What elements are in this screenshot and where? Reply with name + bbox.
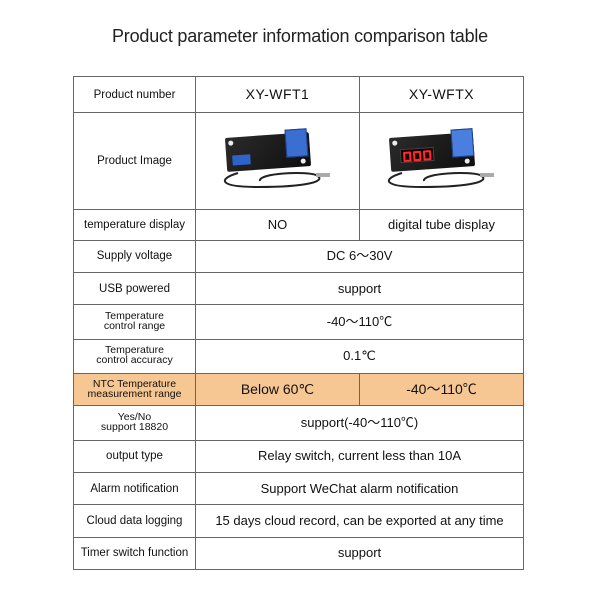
row-label: temperature display xyxy=(73,209,196,241)
row-label-line: NTC Temperature xyxy=(92,377,177,390)
row-label: Alarm notification xyxy=(73,471,196,506)
row-label-line: Temperature xyxy=(105,309,164,322)
row-label: Supply voltage xyxy=(73,239,196,273)
product-image-xy-wft1 xyxy=(195,112,360,211)
table-row: Alarm notification Support WeChat alarm … xyxy=(73,471,524,506)
row-label-line: control range xyxy=(103,319,166,332)
row-label: output type xyxy=(73,439,196,473)
row-label-line: Yes/No xyxy=(117,410,152,423)
page-title: Product parameter information comparison… xyxy=(112,26,488,46)
table-row: Yes/No support 18820 support(-40～110℃) xyxy=(73,405,524,441)
cell-value: Relay switch, current less than 10A xyxy=(195,439,524,473)
model-name-xy-wftx: XY-WFTX xyxy=(359,75,524,114)
table-header-row: Product number XY-WFT1 XY-WFTX xyxy=(73,75,524,114)
cell-value: support(-40～110℃) xyxy=(195,405,524,441)
row-label: Yes/No support 18820 xyxy=(73,405,196,441)
row-label: NTC Temperature measurement range xyxy=(73,372,196,407)
row-label: Temperature control accuracy xyxy=(73,338,196,374)
probe-cable-icon xyxy=(223,172,330,189)
table-row-highlighted: NTC Temperature measurement range Below … xyxy=(73,372,524,407)
table-row: Cloud data logging 15 days cloud record,… xyxy=(73,504,524,538)
cell-value: NO xyxy=(195,209,360,241)
cell-value: support xyxy=(195,271,524,306)
model-name-xy-wft1: XY-WFT1 xyxy=(195,75,360,114)
table-row: temperature display NO digital tube disp… xyxy=(73,209,524,241)
row-label-line: measurement range xyxy=(87,387,182,400)
table-row: Temperature control accuracy 0.1℃ xyxy=(73,338,524,374)
probe-cable-icon xyxy=(387,172,494,189)
table-row: USB powered support xyxy=(73,271,524,306)
cell-value: Support WeChat alarm notification xyxy=(195,471,524,506)
row-label: Cloud data logging xyxy=(73,504,196,538)
comparison-table: Product number XY-WFT1 XY-WFTX Product I… xyxy=(73,75,524,571)
row-label-line: control accuracy xyxy=(96,354,173,367)
row-label: Timer switch function xyxy=(73,536,196,571)
cell-value: support xyxy=(195,536,524,571)
cell-value: 15 days cloud record, can be exported at… xyxy=(195,504,524,538)
row-label-line: support 18820 xyxy=(100,420,169,433)
row-label-line: Temperature xyxy=(105,344,164,357)
cell-value: -40～110℃ xyxy=(195,304,524,340)
product-image-xy-wftx xyxy=(359,112,524,211)
cell-value: -40～110℃ xyxy=(359,372,524,407)
cell-value: 0.1℃ xyxy=(195,338,524,374)
cell-value: Below 60℃ xyxy=(195,372,360,407)
cell-value: digital tube display xyxy=(359,209,524,241)
table-row: Timer switch function support xyxy=(73,536,524,571)
table-row: output type Relay switch, current less t… xyxy=(73,439,524,473)
row-label: USB powered xyxy=(73,271,196,306)
row-label: Temperature control range xyxy=(73,304,196,340)
table-row: Supply voltage DC 6～30V xyxy=(73,239,524,273)
cell-value: DC 6～30V xyxy=(195,239,524,273)
row-label: Product Image xyxy=(73,112,196,211)
table-row: Temperature control range -40～110℃ xyxy=(73,304,524,340)
row-label: Product number xyxy=(73,75,196,114)
table-row-product-image: Product Image xyxy=(73,112,524,211)
